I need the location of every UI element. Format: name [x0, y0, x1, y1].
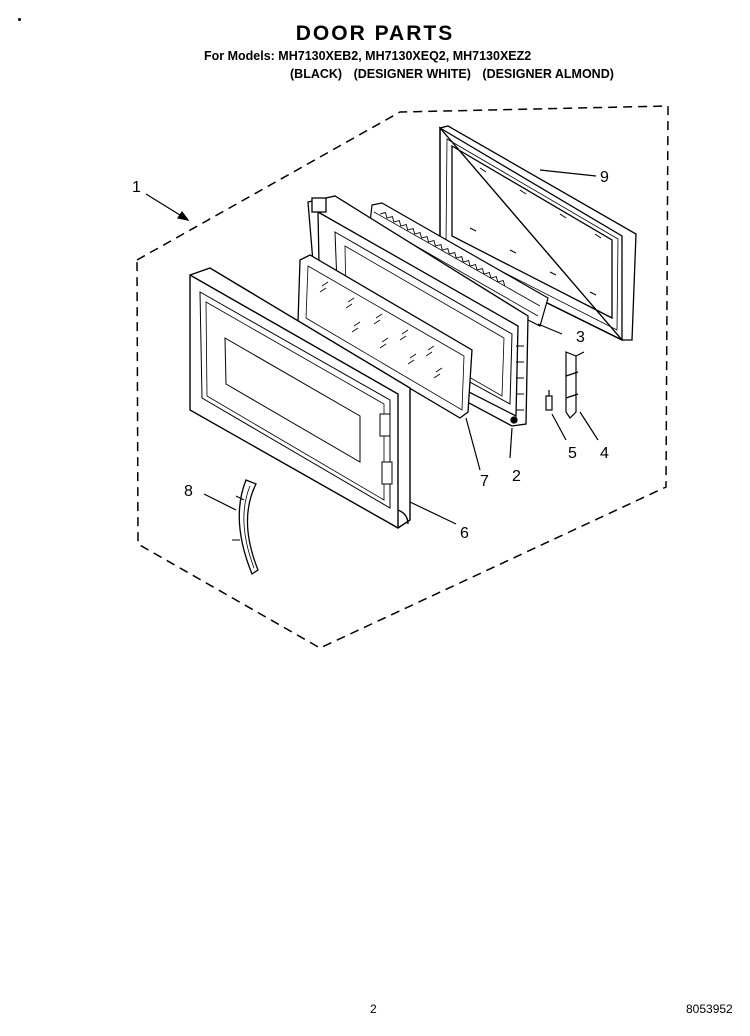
leader-lines	[145, 169, 599, 525]
callout-5: 5	[568, 445, 577, 462]
page-number: 2	[370, 1002, 377, 1016]
page-title: DOOR PARTS	[295, 22, 455, 45]
part-9-door-seal	[438, 125, 637, 342]
assembly-boundary	[136, 105, 669, 649]
callout-8: 8	[184, 483, 193, 500]
models-line: For Models: MH7130XEB2, MH7130XEQ2, MH71…	[204, 49, 532, 63]
variant-black: (BLACK)	[290, 67, 343, 81]
callout-1: 1	[132, 179, 141, 196]
color-variants: (BLACK) (DESIGNER WHITE) (DESIGNER ALMON…	[290, 67, 622, 81]
part-3-inner-panel	[367, 202, 549, 327]
callout-2: 2	[512, 468, 521, 485]
part-4-latch-lever	[565, 351, 585, 419]
document-number: 8053952	[686, 1002, 733, 1016]
part-6-outer-door	[189, 267, 411, 529]
callout-labels: 1 2 3 4 5 6 7 8 9	[132, 169, 609, 542]
callout-9: 9	[600, 169, 609, 186]
variant-designer-almond: (DESIGNER ALMOND)	[482, 67, 614, 81]
corner-dot	[18, 18, 21, 21]
callout-4: 4	[600, 445, 609, 462]
part-5-latch-spring	[545, 390, 553, 411]
callout-6: 6	[460, 525, 469, 542]
part-8-handle	[232, 479, 259, 575]
callout-3: 3	[576, 329, 585, 346]
callout-7: 7	[480, 473, 489, 490]
variant-designer-white: (DESIGNER WHITE)	[353, 67, 471, 81]
